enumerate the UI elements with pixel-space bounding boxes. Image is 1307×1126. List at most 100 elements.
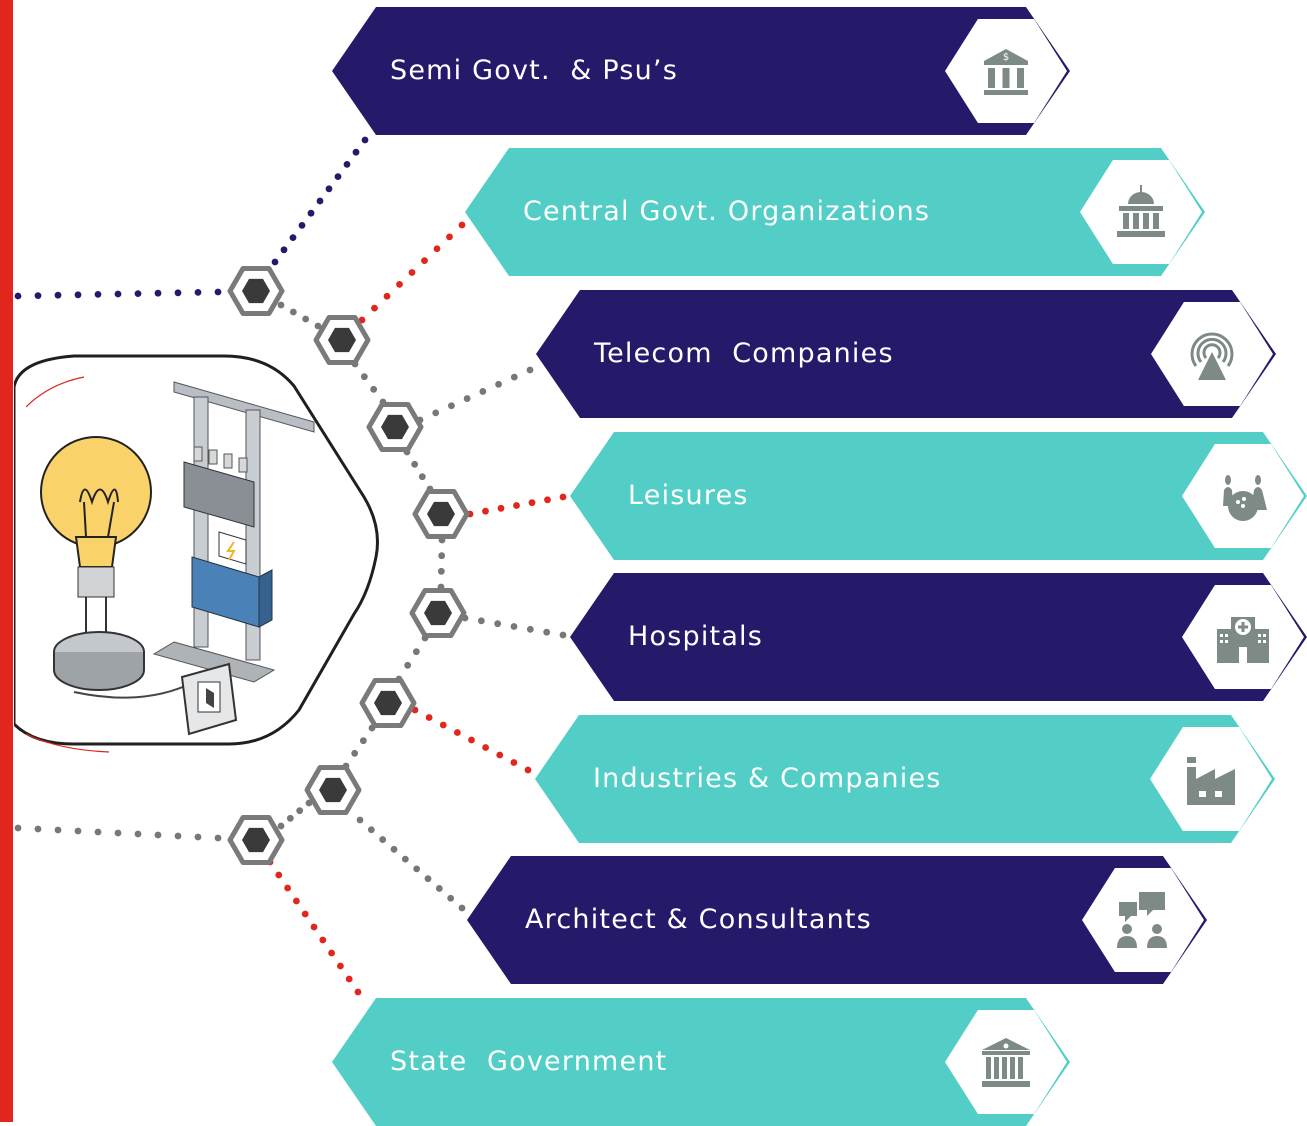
- branch-industries-dot: [510, 759, 518, 766]
- branch-architect-dot: [435, 885, 443, 892]
- feeder-top-dot: [174, 289, 182, 297]
- branch-leisures-dot: [482, 507, 489, 515]
- sector-pill-hospitals: Hospitals: [570, 573, 1307, 701]
- branch-state-govt-dot: [319, 936, 327, 944]
- branch-semi-govt-dot: [271, 258, 279, 266]
- bank-icon: $: [976, 41, 1036, 101]
- branch-hospitals-dot: [526, 625, 534, 633]
- branch-hospitals-dot: [510, 623, 518, 630]
- feeder-bottom-dot: [114, 829, 122, 837]
- feeder-bottom-dot: [94, 828, 102, 836]
- sector-pill-architect: Architect & Consultants: [467, 856, 1207, 984]
- branch-state-govt-dot: [284, 884, 291, 892]
- electrical-illustration: [14, 354, 379, 753]
- spine-dot: [351, 749, 359, 757]
- hex-node-core: [374, 690, 402, 716]
- sector-label: Telecom Companies: [594, 338, 894, 369]
- branch-semi-govt-dot: [325, 185, 333, 193]
- branch-leisures-dot: [497, 504, 505, 512]
- branch-telecom-dot: [479, 388, 487, 395]
- branch-leisures-dot: [559, 493, 567, 501]
- sector-pill-leisures: Leisures: [570, 432, 1307, 560]
- broadcast-icon: [1182, 324, 1242, 384]
- capitol-icon: [1111, 182, 1171, 242]
- branch-state-govt-dot: [275, 871, 283, 879]
- branch-architect-dot: [367, 826, 375, 834]
- spine-dot: [438, 552, 446, 560]
- feeder-bottom-dot: [154, 831, 162, 839]
- branch-industries-dot: [482, 744, 490, 751]
- branch-state-govt-dot: [354, 988, 362, 996]
- sector-pill-telecom: Telecom Companies: [536, 290, 1276, 418]
- hex-node-core: [328, 327, 356, 353]
- branch-telecom-dot: [463, 395, 471, 402]
- branch-leisures-dot: [513, 502, 520, 509]
- spine-dot: [286, 814, 294, 822]
- branch-hospitals-dot: [494, 620, 502, 628]
- feeder-top-dot: [214, 288, 222, 296]
- sector-label: Semi Govt. & Psu’s: [390, 55, 678, 86]
- branch-hospitals-dot: [559, 631, 567, 639]
- branch-telecom-dot: [526, 366, 534, 374]
- branch-architect-dot: [458, 904, 466, 912]
- branch-industries-dot: [425, 714, 433, 721]
- spine-dot: [418, 473, 426, 481]
- feeder-top-dot: [94, 291, 102, 298]
- spine-dot: [370, 385, 378, 393]
- sector-label: Architect & Consultants: [525, 904, 872, 935]
- branch-state-govt-dot: [337, 962, 344, 970]
- branch-hospitals-dot: [543, 628, 551, 636]
- branch-architect-dot: [424, 875, 432, 883]
- spine-dot: [411, 460, 419, 468]
- branch-semi-govt-dot: [352, 148, 360, 156]
- sector-label: Leisures: [628, 480, 749, 511]
- branch-architect-dot: [379, 836, 387, 843]
- branch-semi-govt-dot: [298, 222, 306, 229]
- branch-architect-dot: [356, 816, 364, 824]
- branch-industries-dot: [439, 721, 447, 729]
- feeder-top-dot: [114, 290, 122, 298]
- feeder-bottom-dot: [34, 825, 42, 833]
- branch-architect-dot: [401, 855, 409, 863]
- factory-icon: [1181, 749, 1241, 809]
- branch-telecom-dot: [495, 380, 502, 388]
- consultation-icon: [1113, 890, 1173, 950]
- feeder-top-dot: [74, 291, 82, 299]
- branch-semi-govt-dot: [289, 234, 297, 242]
- feeder-bottom-dot: [74, 827, 82, 835]
- spine-dot: [277, 301, 285, 309]
- branch-state-govt-dot: [345, 975, 353, 983]
- branch-industries-dot: [524, 766, 532, 774]
- sector-label: Central Govt. Organizations: [523, 196, 931, 227]
- feeder-bottom-dot: [134, 830, 142, 838]
- sector-label: Industries & Companies: [593, 763, 942, 794]
- branch-semi-govt-dot: [343, 161, 351, 168]
- feeder-top-dot: [194, 289, 202, 296]
- feeder-top-dot: [34, 292, 42, 299]
- branch-central-govt-dot: [458, 221, 466, 229]
- branch-state-govt-dot: [293, 897, 300, 905]
- spine-dot: [404, 661, 412, 669]
- feeder-top-dot: [14, 292, 22, 300]
- hex-node-core: [319, 777, 347, 803]
- branch-central-govt-dot: [421, 257, 428, 265]
- feeder-bottom-dot: [194, 833, 202, 841]
- branch-hospitals-dot: [477, 617, 485, 625]
- branch-central-govt-dot: [408, 269, 416, 276]
- svg-text:$: $: [1003, 52, 1009, 63]
- branch-semi-govt-dot: [307, 209, 315, 217]
- branch-semi-govt-dot: [361, 136, 369, 144]
- sector-pill-central-govt: Central Govt. Organizations: [465, 148, 1205, 276]
- branch-central-govt-dot: [433, 245, 441, 253]
- bowling-icon: [1213, 466, 1273, 526]
- feeder-top-dot: [154, 289, 162, 297]
- spine-dot: [289, 308, 297, 316]
- hex-node-core: [427, 501, 455, 527]
- hex-node-core: [381, 414, 409, 440]
- spine-dot: [302, 315, 310, 323]
- hex-node-core: [424, 600, 452, 626]
- branch-telecom-dot: [510, 373, 518, 381]
- hex-node-core: [242, 827, 270, 853]
- spine-dot: [277, 822, 285, 830]
